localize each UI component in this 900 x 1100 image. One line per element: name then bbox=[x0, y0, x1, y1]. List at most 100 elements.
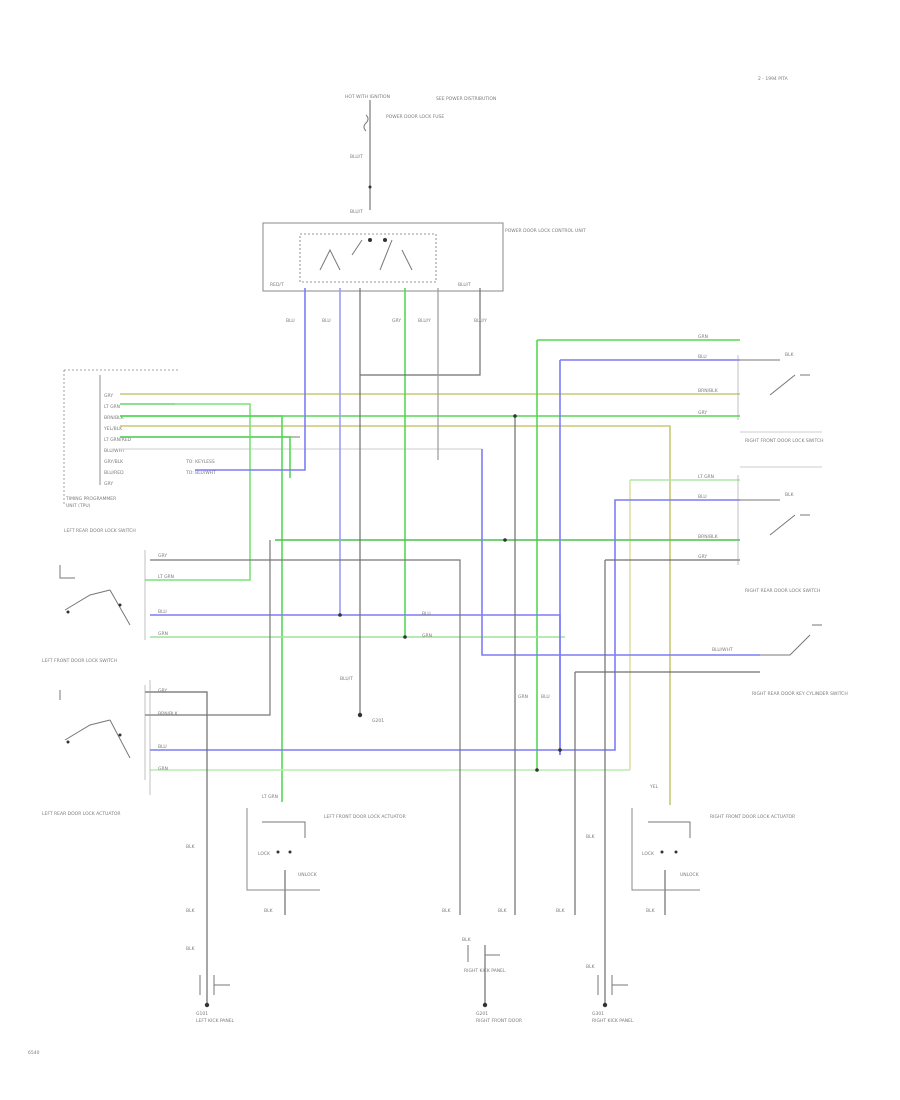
switch-contact-icon bbox=[59, 690, 131, 759]
wire-label-brn: BRN/BLK bbox=[698, 388, 719, 394]
tpu-pin-2: LT GRN bbox=[104, 404, 120, 410]
wire-label-gry: GRY bbox=[698, 410, 707, 416]
tpu-name: TIMING PROGRAMMER bbox=[65, 496, 116, 502]
drop-label: GRN bbox=[422, 633, 432, 639]
ground-location: RIGHT KICK PANEL bbox=[592, 1018, 634, 1024]
lf-lock-name: LEFT REAR DOOR LOCK ACTUATOR bbox=[42, 811, 121, 817]
splice-dots bbox=[338, 414, 562, 772]
footer-code: 6540 bbox=[28, 1050, 40, 1056]
wire-green-2 bbox=[120, 415, 283, 802]
lf-wire-grn: GRN bbox=[158, 766, 168, 772]
rr-key-name: RIGHT REAR DOOR KEY CYLINDER SWITCH bbox=[752, 691, 848, 697]
lf-wire-brn: BRN/BLK bbox=[158, 711, 179, 717]
splice-label: G201 bbox=[372, 718, 384, 724]
out-wire-3: GRY bbox=[392, 318, 401, 324]
relay-contacts-icon bbox=[319, 239, 413, 271]
tpu-name-sub: UNIT (TPU) bbox=[66, 503, 91, 509]
sheet-id: 2 - 1994 PITA bbox=[758, 76, 789, 82]
ground-terminal bbox=[602, 1002, 608, 1008]
wire-harness bbox=[120, 288, 760, 1005]
tpu-pin-7: GRY/BLK bbox=[104, 459, 124, 465]
drop-label: BLK bbox=[556, 908, 566, 914]
ground-right: BLK G301 RIGHT KICK PANEL bbox=[586, 964, 634, 1024]
wire-label-brn-2: BRN/BLK bbox=[698, 534, 719, 540]
control-unit-name: POWER DOOR LOCK CONTROL UNIT bbox=[505, 228, 586, 234]
fuse-icon bbox=[363, 114, 369, 132]
ground-terminal bbox=[482, 1002, 488, 1008]
wire-gray-right bbox=[604, 559, 740, 1005]
tpu-pin-4: YEL/BLK bbox=[103, 426, 123, 432]
timing-programmer-unit: GRY LT GRN BRN/BLK YEL/BLK LT GRN/RED BL… bbox=[63, 369, 216, 509]
wire-gray-left bbox=[150, 559, 461, 915]
splice-dot bbox=[503, 538, 507, 542]
left-front-switch: LEFT FRONT DOOR LOCK SWITCH GRY BRN/BLK … bbox=[42, 658, 179, 817]
lf-wire-blu: BLU bbox=[158, 744, 167, 750]
drop-label: BLK bbox=[186, 844, 196, 850]
wire-ltgreen-1 bbox=[120, 403, 251, 581]
lf-switch-name: LEFT FRONT DOOR LOCK SWITCH bbox=[42, 658, 117, 664]
ground-splice-label: BLU/T bbox=[340, 676, 353, 682]
out-wire-2: BLU bbox=[322, 318, 331, 324]
actuator-outline bbox=[246, 808, 320, 891]
ground-switch-icon bbox=[597, 975, 628, 995]
switch-node bbox=[66, 740, 70, 744]
tpu-pin-8: BLU/RED bbox=[104, 470, 124, 476]
tpu-pin-6: BLU/WHT bbox=[104, 448, 125, 454]
ground-left: BLK G101 LEFT KICK PANEL bbox=[186, 946, 235, 1024]
wire-gray-left-2 bbox=[145, 540, 271, 716]
supply-wire-label-2: BLU/T bbox=[350, 209, 363, 215]
ground-mid-note: RIGHT KICK PANEL bbox=[464, 968, 506, 974]
right-front-switch: BLK RIGHT FRONT DOOR LOCK SWITCH bbox=[737, 352, 823, 444]
actuator-node bbox=[288, 850, 292, 854]
ground-location: LEFT KICK PANEL bbox=[196, 1018, 235, 1024]
wire-label-grn: GRN bbox=[698, 334, 708, 340]
drop-label: BLU bbox=[541, 694, 550, 700]
fuse-note: POWER DOOR LOCK FUSE bbox=[386, 114, 444, 120]
switch-contact-icon bbox=[740, 359, 810, 396]
wire-blue-3 bbox=[150, 614, 561, 755]
wire-blue-4 bbox=[559, 359, 740, 755]
lf-actuator-ground: BLK bbox=[264, 908, 274, 914]
drop-label: BLK bbox=[186, 908, 196, 914]
actuator-plunger-icon bbox=[648, 821, 691, 838]
ground-switch-icon bbox=[199, 975, 230, 995]
tpu-wire-label-1: TO: KEYLESS bbox=[185, 459, 215, 465]
wire-blue-6 bbox=[150, 499, 740, 751]
rr-switch-name: RIGHT REAR DOOR LOCK SWITCH bbox=[745, 588, 820, 594]
splice-dot bbox=[368, 185, 372, 189]
ground-switch-icon bbox=[467, 945, 500, 962]
fuse-details: SEE POWER DISTRIBUTION bbox=[436, 96, 496, 102]
supply-wire-label: BLU/T bbox=[350, 154, 363, 160]
tpu-pin-5: LT GRN/RED bbox=[104, 437, 132, 443]
relay-pin-left: RED/T bbox=[270, 282, 284, 288]
control-unit-box bbox=[262, 222, 504, 292]
wire-green-rear bbox=[536, 339, 740, 770]
lr-switch-name: LEFT REAR DOOR LOCK SWITCH bbox=[64, 528, 136, 534]
lf-actuator-name: LEFT FRONT DOOR LOCK ACTUATOR bbox=[324, 814, 406, 820]
switch-contact-icon bbox=[740, 499, 810, 536]
drop-label: BLK bbox=[498, 908, 508, 914]
lr-wire-blu: BLU bbox=[158, 609, 167, 615]
wire-label-blu-2: BLU bbox=[698, 494, 707, 500]
rf-lock-label: LOCK bbox=[642, 851, 655, 857]
relay-node-2 bbox=[383, 238, 387, 242]
relay-node bbox=[368, 238, 372, 242]
switch-node bbox=[118, 603, 122, 607]
splice-dot bbox=[513, 414, 517, 418]
right-rear-switch: BLK RIGHT REAR DOOR LOCK SWITCH bbox=[737, 466, 822, 594]
lock-control-unit: POWER DOOR LOCK CONTROL UNIT RED/T BLU/T… bbox=[262, 222, 586, 324]
wire-green-3 bbox=[120, 436, 291, 478]
rr-key-wire: BLU/WHT bbox=[712, 647, 733, 653]
ground-name: G201 bbox=[476, 1011, 488, 1017]
ground-location: RIGHT FRONT DOOR bbox=[476, 1018, 522, 1024]
power-source-label: HOT WITH IGNITION bbox=[345, 94, 390, 100]
wire-label-blu: BLU bbox=[698, 354, 707, 360]
splice-dot bbox=[535, 768, 539, 772]
lr-wire-gry: GRY bbox=[158, 553, 167, 559]
tpu-pin-3: BRN/BLK bbox=[104, 415, 125, 421]
actuator-plunger-icon bbox=[262, 821, 306, 838]
ground-wire-label: BLK bbox=[462, 937, 472, 943]
lr-wire-ltgrn: LT GRN bbox=[158, 574, 174, 580]
right-front-actuator: LOCK UNLOCK RIGHT FRONT DOOR LOCK ACTUAT… bbox=[631, 784, 795, 914]
